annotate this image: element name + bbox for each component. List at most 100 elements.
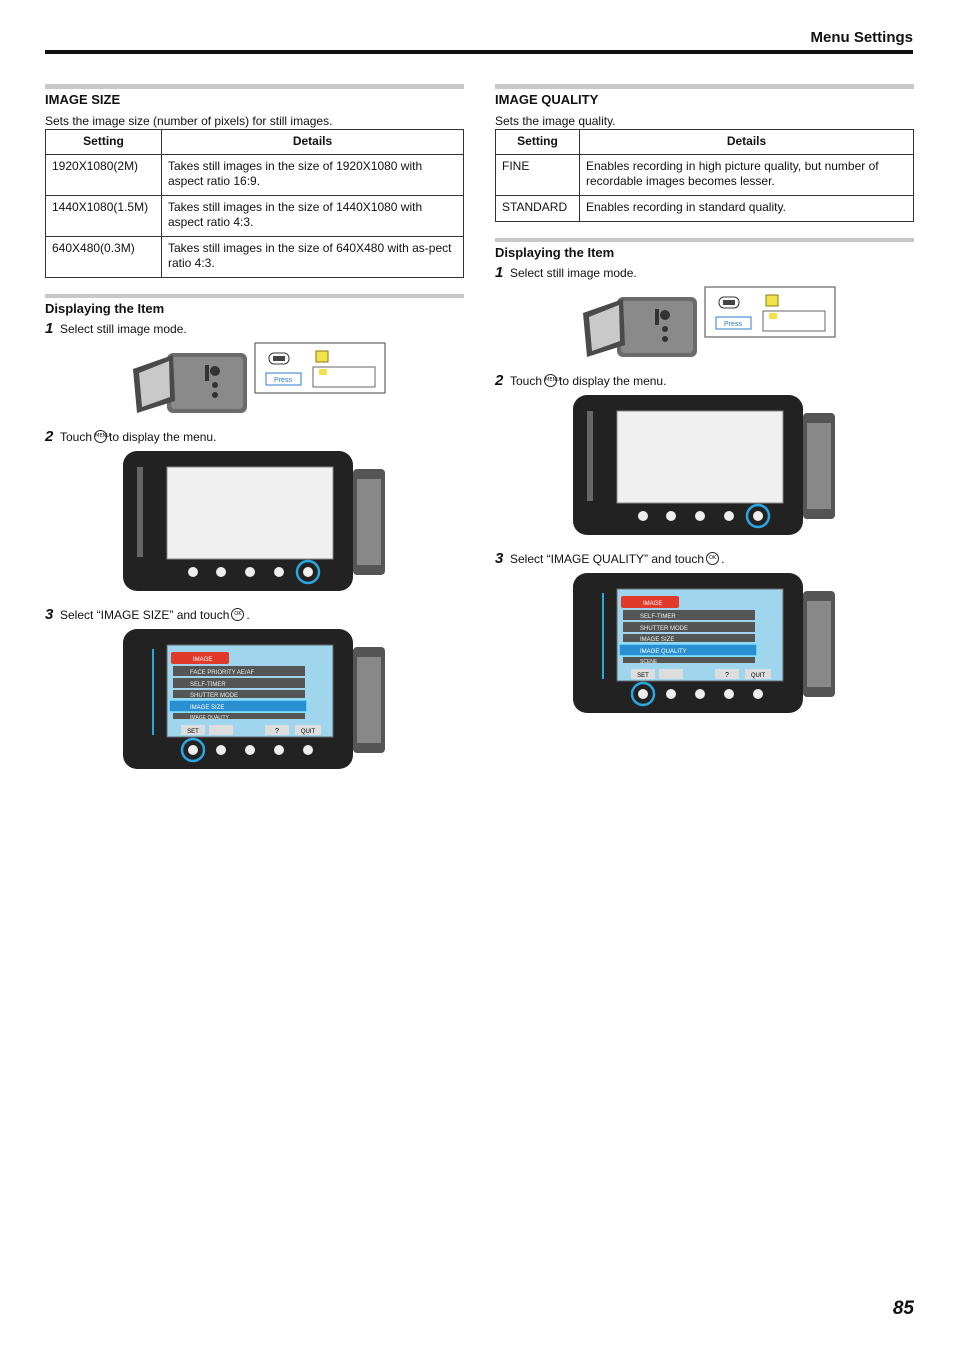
ok-icon: OK bbox=[231, 608, 245, 621]
set-button[interactable]: SET bbox=[637, 673, 649, 679]
help-button[interactable]: ? bbox=[275, 728, 279, 735]
step-3: 3 Select “IMAGE QUALITY” and touch OK . bbox=[495, 550, 914, 567]
menu-item[interactable]: SELF-TIMER bbox=[190, 682, 226, 688]
settings-table: Setting Details FINE Enables recording i… bbox=[495, 129, 914, 222]
step-text: Select “IMAGE QUALITY” and touch bbox=[510, 551, 705, 566]
settings-table: Setting Details 1920X1080(2M) Takes stil… bbox=[45, 129, 464, 278]
step-number: 2 bbox=[495, 372, 504, 389]
lcd-menu-figure: IMAGE SELF-TIMER SHUTTER MODE IMAGE SIZE… bbox=[573, 571, 914, 722]
menu-tab-label: IMAGE bbox=[193, 657, 212, 663]
header-title: Menu Settings bbox=[810, 29, 913, 46]
help-button[interactable]: ? bbox=[725, 672, 729, 679]
page-number: 85 bbox=[892, 1298, 914, 1319]
setting-cell: 640X480(0.3M) bbox=[45, 236, 162, 278]
menu-item[interactable]: IMAGE SIZE bbox=[640, 637, 674, 643]
section-bar bbox=[495, 84, 914, 89]
press-label: Press bbox=[724, 321, 742, 328]
back-button[interactable] bbox=[659, 669, 683, 679]
set-button[interactable]: SET bbox=[187, 729, 199, 735]
subsection-title: Displaying the Item bbox=[45, 301, 165, 316]
setting-cell: FINE bbox=[495, 154, 580, 196]
section-title: IMAGE QUALITY bbox=[495, 92, 599, 107]
camcorder-illustration bbox=[583, 297, 697, 357]
table-row: FINE Enables recording in high picture q… bbox=[495, 154, 914, 196]
lcd-blank-figure bbox=[573, 393, 914, 544]
menu-button[interactable] bbox=[303, 567, 313, 577]
quit-button[interactable]: QUIT bbox=[301, 729, 316, 735]
lcd-blank-figure bbox=[123, 449, 464, 600]
quit-button[interactable]: QUIT bbox=[751, 673, 766, 679]
step-1: 1 Select still image mode. bbox=[495, 264, 914, 281]
section-title: IMAGE SIZE bbox=[45, 92, 121, 107]
step-text: . bbox=[721, 551, 725, 566]
menu-icon: MENU bbox=[94, 430, 110, 443]
step-text: Select still image mode. bbox=[510, 265, 637, 280]
menu-item-selected[interactable]: IMAGE SIZE bbox=[190, 705, 224, 711]
section-bar bbox=[45, 84, 464, 89]
image-quality-section: IMAGE QUALITY Sets the image quality. Se… bbox=[495, 84, 914, 728]
lcd-screen bbox=[166, 466, 334, 560]
step-number: 1 bbox=[45, 320, 54, 337]
step-number: 3 bbox=[495, 550, 504, 567]
highlight-ring bbox=[745, 503, 771, 529]
button[interactable] bbox=[245, 567, 255, 577]
menu-button[interactable] bbox=[753, 511, 763, 521]
menu-item-selected[interactable]: IMAGE QUALITY bbox=[640, 649, 687, 655]
ok-button[interactable] bbox=[638, 689, 648, 699]
header-rule bbox=[45, 50, 913, 54]
mode-callout: Press bbox=[254, 342, 386, 394]
subsection-bar bbox=[495, 238, 914, 242]
step-text: Touch bbox=[510, 373, 543, 388]
ok-button[interactable] bbox=[188, 567, 198, 577]
details-cell: Enables recording in standard quality. bbox=[579, 195, 914, 222]
lcd-menu-figure: IMAGE FACE PRIORITY AE/AF SELF-TIMER SHU… bbox=[123, 627, 464, 778]
step-1: 1 Select still image mode. bbox=[45, 320, 464, 337]
step-text: to display the menu. bbox=[559, 373, 667, 388]
table-row: 640X480(0.3M) Takes still images in the … bbox=[45, 236, 464, 278]
details-cell: Takes still images in the size of 640X48… bbox=[161, 236, 464, 278]
button[interactable] bbox=[724, 511, 734, 521]
setting-cell: STANDARD bbox=[495, 195, 580, 222]
section-description: Sets the image size (number of pixels) f… bbox=[45, 114, 333, 128]
table-row: STANDARD Enables recording in standard q… bbox=[495, 195, 914, 222]
step-number: 2 bbox=[45, 428, 54, 445]
button[interactable] bbox=[695, 511, 705, 521]
menu-item[interactable]: SCENE bbox=[640, 659, 658, 665]
menu-item[interactable]: SHUTTER MODE bbox=[640, 626, 688, 632]
column-header: Details bbox=[579, 129, 914, 155]
menu-item[interactable]: IMAGE QUALITY bbox=[190, 715, 230, 721]
menu-item[interactable]: FACE PRIORITY AE/AF bbox=[190, 670, 255, 676]
button[interactable] bbox=[216, 567, 226, 577]
image-size-section: IMAGE SIZE Sets the image size (number o… bbox=[45, 84, 464, 784]
ok-button[interactable] bbox=[188, 745, 198, 755]
table-header-row: Setting Details bbox=[495, 129, 914, 155]
details-cell: Takes still images in the size of 1920X1… bbox=[161, 154, 464, 196]
column-header: Setting bbox=[495, 129, 580, 155]
back-button[interactable] bbox=[209, 725, 233, 735]
subsection-bar bbox=[45, 294, 464, 298]
step-3: 3 Select “IMAGE SIZE” and touch OK . bbox=[45, 606, 464, 623]
highlight-ring bbox=[180, 737, 206, 763]
menu-item[interactable]: SHUTTER MODE bbox=[190, 693, 238, 699]
setting-cell: 1440X1080(1.5M) bbox=[45, 195, 162, 237]
button[interactable] bbox=[666, 511, 676, 521]
mode-callout: Press bbox=[704, 286, 836, 338]
highlight-ring bbox=[630, 681, 656, 707]
step-text: Select still image mode. bbox=[60, 321, 187, 336]
section-description: Sets the image quality. bbox=[495, 114, 616, 128]
ok-button[interactable] bbox=[638, 511, 648, 521]
step-2: 2 Touch MENU to display the menu. bbox=[495, 372, 914, 389]
details-cell: Enables recording in high picture qualit… bbox=[579, 154, 914, 196]
ok-icon: OK bbox=[706, 552, 720, 565]
column-header: Details bbox=[161, 129, 464, 155]
table-header-row: Setting Details bbox=[45, 129, 464, 155]
step-2: 2 Touch MENU to display the menu. bbox=[45, 428, 464, 445]
press-label: Press bbox=[274, 377, 292, 384]
step-number: 3 bbox=[45, 606, 54, 623]
button[interactable] bbox=[274, 567, 284, 577]
subsection-title: Displaying the Item bbox=[495, 245, 615, 260]
step-text: . bbox=[246, 607, 250, 622]
lcd-screen bbox=[616, 410, 784, 504]
menu-tab-label: IMAGE bbox=[643, 601, 662, 607]
menu-item[interactable]: SELF-TIMER bbox=[640, 614, 676, 620]
